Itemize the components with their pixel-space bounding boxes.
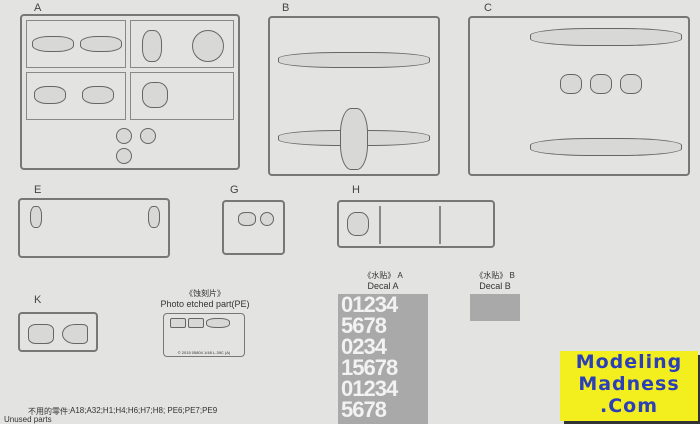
pe-part: [206, 318, 230, 328]
sprue-c: [468, 16, 690, 176]
fuselage-part: [340, 108, 368, 170]
modeling-madness-logo: Modeling Madness .Com: [560, 351, 698, 421]
wheel-part: [116, 128, 132, 144]
panel-part: [34, 86, 66, 104]
sprue-b: [268, 16, 440, 176]
divider: [439, 206, 441, 244]
sprue-label-c: C: [484, 2, 492, 14]
decal-a-title-cn: 《水贴》 A: [363, 271, 403, 280]
wheel-part: [116, 148, 132, 164]
unused-label: Unused parts: [4, 415, 52, 424]
canopy-part: [28, 324, 54, 344]
unused-parts-list: A18;A32;H1;H4;H6;H7;H8; PE6;PE7;PE9: [70, 406, 218, 415]
decal-sheet-a: 01234 5678 0234 15678 01234 5678: [338, 294, 428, 424]
sprue-cell: [26, 72, 126, 120]
decal-number-row: 01234: [341, 376, 398, 401]
pe-part: [188, 318, 204, 328]
wing-half-part: [278, 52, 430, 68]
sprue-e: [18, 198, 170, 258]
sprue-label-k: K: [34, 294, 42, 306]
sprue-label-g: G: [230, 184, 239, 196]
decal-number-row: 0234: [341, 334, 387, 359]
wheel-part: [140, 128, 156, 144]
pe-title: Photo etched part(PE): [160, 299, 250, 309]
sprue-label-b: B: [282, 2, 290, 14]
divider: [379, 206, 381, 244]
decal-b-title-cn: 《水贴》 B: [475, 271, 515, 280]
canopy-part: [62, 324, 88, 344]
fuselage-half-part: [530, 28, 682, 46]
sprue-cell: [130, 72, 234, 120]
small-part: [620, 74, 642, 94]
sprue-k: [18, 312, 98, 352]
small-part: [260, 212, 274, 226]
decal-number-row: 5678: [341, 397, 387, 422]
decal-number-row: 5678: [341, 313, 387, 338]
decal-sheet-b: [470, 294, 520, 321]
logo-line: .Com: [599, 395, 658, 417]
wing-part: [80, 36, 122, 52]
pe-footer: © 2015 05804 1/48 L-39C (A): [177, 350, 231, 355]
fuselage-half-part: [530, 138, 682, 156]
small-part: [590, 74, 612, 94]
decal-b-title: Decal B: [479, 281, 511, 291]
photo-etched-fret: © 2015 05804 1/48 L-39C (A): [163, 313, 245, 357]
panel-part: [82, 86, 114, 104]
seat-part: [142, 30, 162, 62]
sprue-label-h: H: [352, 184, 360, 196]
sprue-cell: [130, 20, 234, 68]
small-part: [560, 74, 582, 94]
unused-label-cn: 不用的零件:: [28, 407, 71, 416]
panel-part: [142, 82, 168, 108]
wing-part: [32, 36, 74, 52]
pe-title-cn: 《蚀刻片》: [185, 289, 225, 298]
sprue-label-e: E: [34, 184, 42, 196]
decal-a-title: Decal A: [367, 281, 399, 291]
sprue-a: [20, 14, 240, 170]
canopy-part: [347, 212, 369, 236]
small-part: [148, 206, 160, 228]
small-part: [30, 206, 42, 228]
logo-line: Madness: [578, 373, 680, 395]
decal-number-row: 15678: [341, 355, 398, 380]
logo-line: Modeling: [575, 351, 683, 373]
sprue-g: [222, 200, 285, 255]
small-part: [238, 212, 256, 226]
sprue-cell: [26, 20, 126, 68]
decal-number-row: 01234: [341, 294, 398, 317]
sprue-h: [337, 200, 495, 248]
canopy-frame-part: [192, 30, 224, 62]
pe-part: [170, 318, 186, 328]
sprue-label-a: A: [34, 2, 42, 14]
